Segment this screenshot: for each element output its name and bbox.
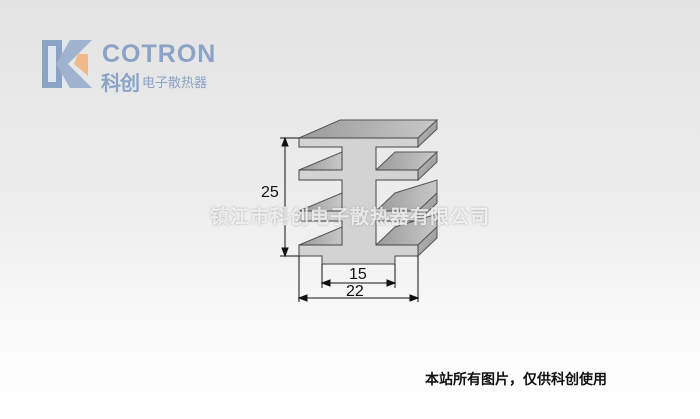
dimension-height-label: 25: [261, 184, 279, 201]
dimension-outer-width-label: 22: [346, 283, 364, 300]
logo-mark-icon: [42, 40, 92, 88]
watermark: 镇江市科创电子散热器有限公司: [209, 206, 490, 228]
copyright-note: 本站所有图片，仅供科创使用: [425, 372, 607, 388]
logo-subtitle: 电子散热器: [142, 76, 208, 91]
dimension-inner-width-label: 15: [349, 266, 367, 283]
dimension-lines: [280, 136, 420, 302]
logo-brand-cn: 科创: [101, 71, 140, 95]
logo-brand: COTRON: [102, 40, 217, 68]
